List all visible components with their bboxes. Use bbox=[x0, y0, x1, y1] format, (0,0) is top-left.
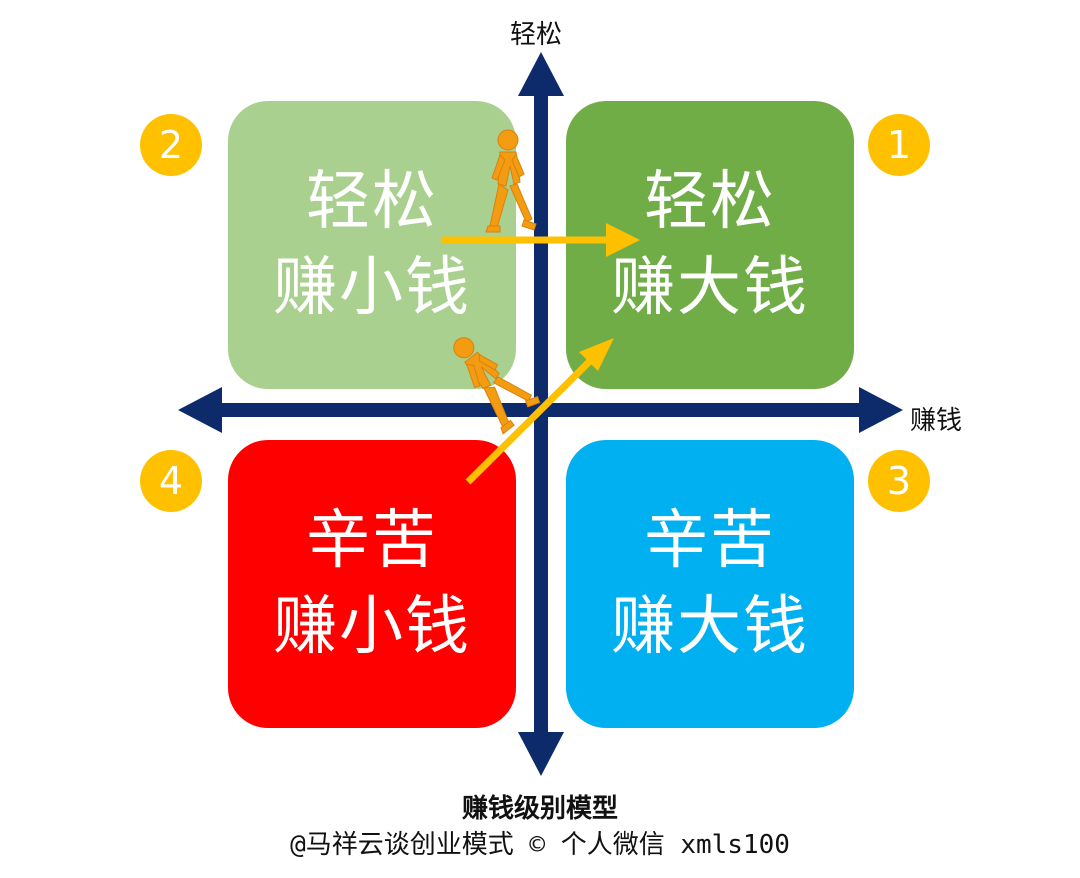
quadrant-hard-big-money: 辛苦 赚大钱 bbox=[566, 440, 854, 728]
transition-arrow-4-to-1 bbox=[465, 338, 614, 485]
quadrant-1-line2: 赚大钱 bbox=[611, 251, 809, 325]
quadrant-1-badge: 1 bbox=[868, 114, 930, 176]
axis-arrow-up-icon bbox=[518, 52, 564, 96]
quadrant-4-badge: 4 bbox=[140, 450, 202, 512]
quadrant-3-badge: 3 bbox=[868, 450, 930, 512]
quadrant-4-line1: 辛苦 bbox=[306, 504, 438, 578]
quadrant-3-line2: 赚大钱 bbox=[611, 590, 809, 664]
vertical-axis-label: 轻松 bbox=[510, 20, 563, 50]
quadrant-4-line2: 赚小钱 bbox=[273, 590, 471, 664]
quadrant-2-badge: 2 bbox=[140, 114, 202, 176]
quadrant-hard-small-money: 辛苦 赚小钱 bbox=[228, 440, 516, 728]
horizontal-axis-label: 赚钱 bbox=[910, 406, 963, 436]
author-credit: @马祥云谈创业模式 © 个人微信 xmls100 bbox=[290, 830, 790, 860]
walking-person-icon bbox=[485, 129, 537, 233]
quadrant-1-line1: 轻松 bbox=[644, 165, 776, 239]
quadrant-2-line2: 赚小钱 bbox=[273, 251, 471, 325]
climbing-person-icon bbox=[453, 337, 541, 435]
axis-arrow-left-icon bbox=[178, 387, 222, 433]
axis-arrow-right-icon bbox=[859, 387, 903, 433]
diagram-title: 赚钱级别模型 bbox=[461, 794, 618, 824]
axis-arrow-down-icon bbox=[518, 732, 564, 776]
quadrant-3-line1: 辛苦 bbox=[644, 504, 776, 578]
quadrant-2-line1: 轻松 bbox=[306, 165, 438, 239]
quadrant-easy-small-money: 轻松 赚小钱 bbox=[228, 101, 516, 389]
transition-arrow-2-to-1 bbox=[442, 223, 640, 257]
quadrant-easy-big-money: 轻松 赚大钱 bbox=[566, 101, 854, 389]
